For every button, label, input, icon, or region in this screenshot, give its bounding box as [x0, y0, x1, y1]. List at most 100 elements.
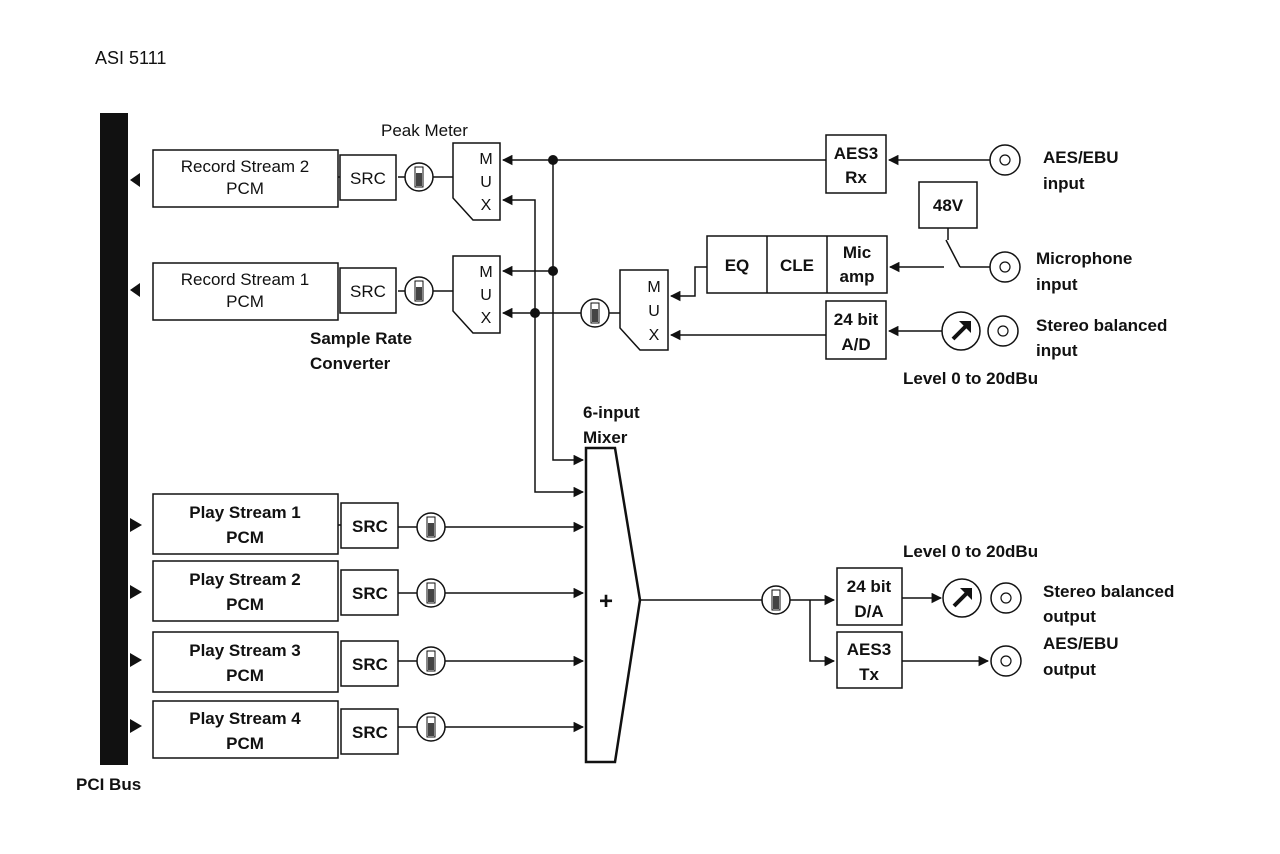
- src-record-2: [339, 154, 397, 201]
- aes3-tx-label-2: Tx: [859, 665, 879, 684]
- aes-out-label-2: output: [1043, 660, 1096, 679]
- pci-bus: [100, 113, 128, 765]
- pci-bus-label: PCI Bus: [76, 775, 141, 794]
- dac-label-2: D/A: [854, 602, 883, 621]
- play-stream-2-format: PCM: [226, 595, 264, 614]
- diagram-title: ASI 5111: [95, 48, 166, 68]
- mixer-label-1: 6-input: [583, 403, 640, 422]
- mixer-6-input: [584, 446, 642, 764]
- aes-ebu-output-jack-icon: [990, 645, 1022, 677]
- meter-output-icon: [761, 585, 791, 615]
- peak-meter-icon: [404, 162, 434, 192]
- aes3-rx-label-2: Rx: [845, 168, 867, 187]
- mux-record-1-m: M: [479, 264, 492, 281]
- play-stream-4-group: Play Stream 4 PCM SRC: [152, 700, 446, 759]
- record-stream-1-format: PCM: [226, 292, 264, 311]
- mux-record-1-x: X: [481, 310, 492, 327]
- level-out-label: Level 0 to 20dBu: [903, 542, 1038, 561]
- aes3-tx-box: [836, 631, 903, 689]
- microphone-input-jack-icon: [989, 251, 1021, 283]
- adc-box: [825, 300, 887, 360]
- src-play-4-label: SRC: [352, 723, 388, 742]
- record-stream-2-format: PCM: [226, 179, 264, 198]
- stereo-balanced-output-jack-icon: [990, 582, 1022, 614]
- src-record-1-label: SRC: [350, 282, 386, 301]
- dac-box: [836, 567, 903, 626]
- eq-label: EQ: [725, 256, 750, 275]
- meter-input-mux-icon: [580, 298, 610, 328]
- play-stream-2-label: Play Stream 2: [189, 570, 301, 589]
- mux-record-2-x: X: [481, 197, 492, 214]
- mic-amp-label-1: Mic: [843, 243, 871, 262]
- input-level-knob-icon: [940, 310, 982, 352]
- phantom-48v-box: [918, 181, 978, 229]
- aes3-rx-label-1: AES3: [834, 144, 878, 163]
- mic-amp-label-2: amp: [840, 267, 875, 286]
- play-stream-2-group: Play Stream 2 PCM SRC: [152, 560, 446, 622]
- bus-arrow-play-3: [130, 653, 142, 667]
- mic-in-label-1: Microphone: [1036, 249, 1132, 268]
- play-stream-4-label: Play Stream 4: [189, 709, 301, 728]
- bus-arrow-record-2: [130, 173, 140, 187]
- stereo-balanced-input-jack-icon: [987, 315, 1019, 347]
- mux-record-2-u: U: [480, 174, 492, 191]
- play-stream-1-group: Play Stream 1 PCM SRC: [152, 493, 446, 555]
- aes3-tx-label-1: AES3: [847, 640, 891, 659]
- stereo-out-label-1: Stereo balanced: [1043, 582, 1174, 601]
- meter-record-1-icon: [404, 276, 434, 306]
- aes3-rx-box: [825, 134, 887, 194]
- play-stream-1-format: PCM: [226, 528, 264, 547]
- dac-label-1: 24 bit: [847, 577, 892, 596]
- mux-record-1: [452, 255, 501, 334]
- output-level-knob-icon: [941, 577, 983, 619]
- record-stream-2-label: Record Stream 2: [181, 157, 310, 176]
- play-stream-3-label: Play Stream 3: [189, 641, 301, 660]
- mux-record-1-u: U: [480, 287, 492, 304]
- aes-in-label-1: AES/EBU: [1043, 148, 1119, 167]
- mux-input-x: X: [649, 327, 660, 344]
- aes-ebu-input-jack-icon: [989, 144, 1021, 176]
- sample-rate-label-2: Converter: [310, 354, 391, 373]
- play-stream-3-box: [152, 631, 339, 693]
- play-stream-4-box: [152, 700, 339, 759]
- src-record-1: [339, 267, 397, 314]
- peak-meter-label: Peak Meter: [381, 121, 468, 140]
- aes-in-label-2: input: [1043, 174, 1085, 193]
- signal-lines: [338, 154, 990, 733]
- mux-input-m: M: [647, 279, 660, 296]
- bus-arrow-play-4: [130, 719, 142, 733]
- stereo-out-label-2: output: [1043, 607, 1096, 626]
- bus-arrow-play-2: [130, 585, 142, 599]
- play-stream-3-group: Play Stream 3 PCM SRC: [152, 631, 446, 693]
- src-play-3-label: SRC: [352, 655, 388, 674]
- play-stream-1-box: [152, 493, 339, 555]
- mic-in-label-2: input: [1036, 275, 1078, 294]
- play-stream-3-format: PCM: [226, 666, 264, 685]
- phantom-48v-label: 48V: [933, 196, 964, 215]
- play-stream-4-format: PCM: [226, 734, 264, 753]
- mic-chain-box: [706, 235, 888, 294]
- cle-label: CLE: [780, 256, 814, 275]
- aes-out-label-1: AES/EBU: [1043, 634, 1119, 653]
- mux-record-2-m: M: [479, 151, 492, 168]
- src-play-3: [340, 640, 399, 687]
- meter-play-2-icon: [416, 578, 446, 608]
- stereo-in-label-1: Stereo balanced: [1036, 316, 1167, 335]
- mux-record-2: [452, 142, 501, 221]
- src-record-2-label: SRC: [350, 169, 386, 188]
- mux-input: [619, 269, 669, 351]
- stereo-in-label-2: input: [1036, 341, 1078, 360]
- src-play-2-label: SRC: [352, 584, 388, 603]
- sample-rate-label-1: Sample Rate: [310, 329, 412, 348]
- adc-label-2: A/D: [841, 335, 870, 354]
- record-stream-1-label: Record Stream 1: [181, 270, 310, 289]
- src-play-2: [340, 569, 399, 616]
- meter-play-1-icon: [416, 512, 446, 542]
- meter-play-4-icon: [416, 712, 446, 742]
- level-in-label: Level 0 to 20dBu: [903, 369, 1038, 388]
- src-play-4: [340, 708, 399, 755]
- record-stream-2-box: [152, 149, 339, 208]
- mux-input-u: U: [648, 303, 660, 320]
- play-stream-2-box: [152, 560, 339, 622]
